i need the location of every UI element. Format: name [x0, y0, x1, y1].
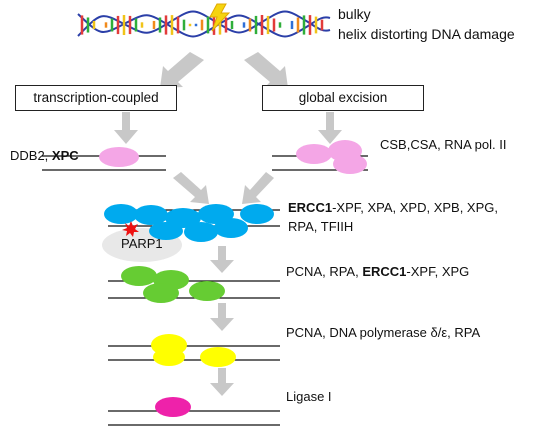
- arrow-right-to-incision: [242, 172, 274, 204]
- ligation-dna: [108, 397, 280, 426]
- ligase-protein: [155, 397, 191, 417]
- csb-protein-1: [296, 144, 332, 164]
- ercc1-blob-5: [240, 204, 274, 224]
- global-excision-box: global excision: [262, 85, 424, 111]
- transcription-coupled-box: transcription-coupled: [15, 85, 177, 111]
- ddb2-text: DDB2,: [10, 148, 52, 163]
- flow-arrows: [114, 52, 342, 396]
- arrow-to-global: [244, 52, 288, 88]
- pcna-blob-1: [121, 266, 157, 286]
- excision-dna: [108, 266, 280, 303]
- polymerase-blob-3: [200, 347, 236, 367]
- excision-label: PCNA, RPA, ERCC1-XPF, XPG: [286, 264, 469, 280]
- pcna-blob-4: [189, 281, 225, 301]
- ercc1-blob-3: [165, 208, 201, 228]
- xpc-protein: [99, 147, 139, 167]
- ercc1-blob-6: [149, 222, 183, 240]
- arrow-to-transcription: [160, 52, 204, 88]
- synthesis-dna: [108, 334, 280, 367]
- synthesis-label: PCNA, DNA polymerase δ/ε, RPA: [286, 325, 481, 340]
- arrow-down-2: [210, 246, 234, 273]
- ercc1-blob-8: [214, 218, 248, 238]
- excision-prefix-text: PCNA, RPA,: [286, 264, 363, 279]
- incision-label-line2: RPA, TFIIH: [288, 219, 354, 234]
- left-recognition-label: DDB2, XPC: [10, 148, 79, 164]
- dna-helix: [77, 3, 331, 38]
- parp1-label: PARP1: [121, 236, 163, 251]
- arrow-down-4: [210, 368, 234, 396]
- xpc-text: XPC: [51, 148, 79, 163]
- left-recognition-dna: [42, 147, 166, 171]
- parp-star-icon: [122, 221, 139, 237]
- incision-label-line1: ERCC1-XPF, XPA, XPD, XPB, XPG,: [288, 200, 498, 216]
- helix-base-pairs: [80, 15, 324, 35]
- ercc1-text-1: ERCC1: [288, 200, 333, 215]
- ligation-label: Ligase I: [286, 389, 332, 404]
- polymerase-blob-2: [153, 348, 185, 366]
- right-recognition-label: CSB,CSA, RNA pol. II: [380, 137, 507, 152]
- ercc1-blob-1: [104, 204, 138, 224]
- right-recognition-dna: [272, 140, 368, 174]
- arrow-right-down-1: [318, 112, 342, 144]
- arrow-down-3: [210, 303, 234, 331]
- ercc1-blob-7: [184, 222, 218, 242]
- incision-factors-text: -XPF, XPA, XPD, XPB, XPG,: [332, 200, 498, 215]
- incision-complex: [102, 204, 280, 262]
- excision-suffix-text: -XPF, XPG: [406, 264, 470, 279]
- arrow-left-to-incision: [173, 172, 209, 204]
- ercc1-blob-2: [134, 205, 168, 225]
- ercc1-text-2: ERCC1: [362, 264, 407, 279]
- pcna-blob-3: [143, 283, 179, 303]
- arrow-left-down-1: [114, 112, 138, 144]
- lightning-bolt-icon: [209, 3, 231, 32]
- damage-label-line1: bulky: [338, 6, 371, 22]
- damage-label-line2: helix distorting DNA damage: [338, 26, 515, 42]
- csb-protein-3: [333, 154, 367, 174]
